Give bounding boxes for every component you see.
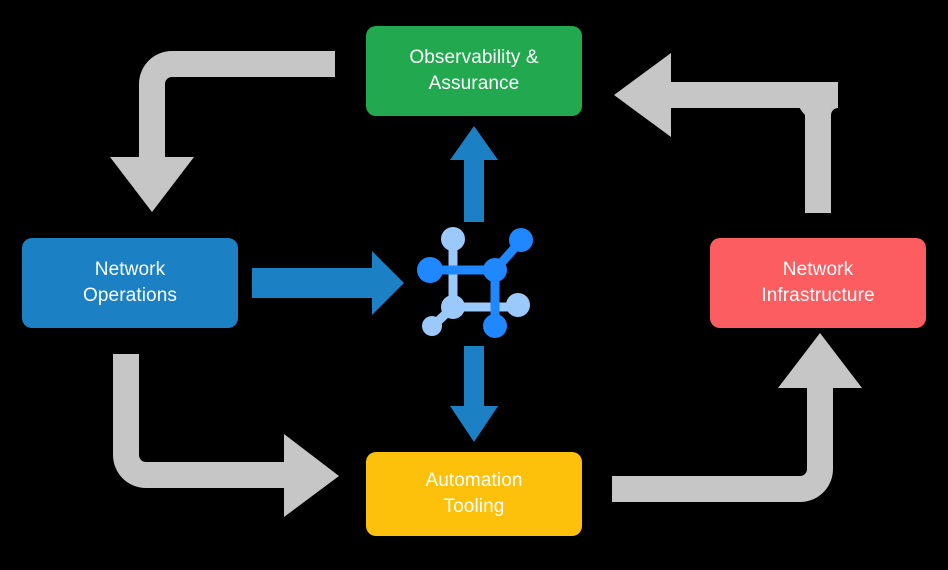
node-bottom-far-left (422, 316, 442, 336)
node-label-network-operations: Network Operations (83, 259, 177, 306)
arrow-observability-to-operations (110, 51, 335, 212)
arrow-center-to-automation (450, 346, 498, 442)
node-box-observability[interactable]: Observability & Assurance (366, 26, 582, 116)
node-box-network-infrastructure[interactable]: Network Infrastructure (710, 238, 926, 328)
node-top-right (509, 228, 533, 252)
network-topology-icon (417, 227, 533, 338)
node-left (417, 257, 443, 283)
arrow-operations-to-automation (113, 354, 339, 517)
arrow-infrastructure-to-observability (614, 53, 838, 213)
arrow-operations-to-center (252, 251, 404, 315)
network-icon-nodes-dark (417, 228, 533, 338)
node-right-mid (506, 293, 530, 317)
node-hub-bottom-left (441, 295, 465, 319)
node-box-network-operations[interactable]: Network Operations (22, 238, 238, 328)
node-label-network-infrastructure: Network Infrastructure (761, 259, 875, 306)
node-top-left (441, 227, 465, 251)
node-box-automation-tooling[interactable]: Automation Tooling (366, 452, 582, 536)
network-icon-nodes-light (422, 227, 530, 336)
arrow-automation-to-infrastructure (612, 333, 862, 502)
node-hub-center (483, 258, 507, 282)
node-label-observability: Observability & Assurance (409, 47, 539, 94)
arrow-center-to-observability (450, 126, 498, 222)
node-label-automation-tooling: Automation Tooling (425, 470, 523, 517)
node-bottom-center (483, 314, 507, 338)
